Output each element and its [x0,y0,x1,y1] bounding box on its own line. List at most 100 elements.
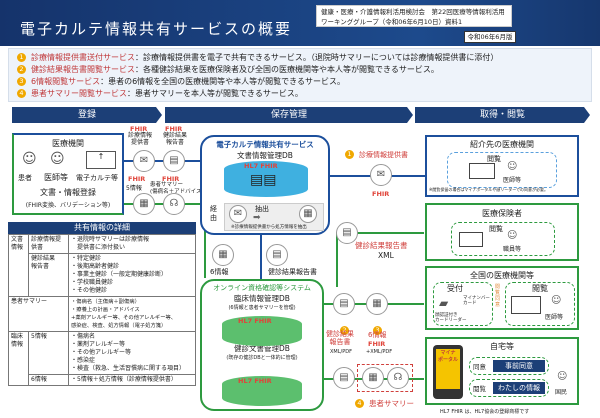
view-area [505,282,575,326]
flow2-label: 健診結果 報告書 [326,330,354,346]
online-qualification-system-box: オンライン資格確認等システム 臨床情報管理DB (6情報と患者サマリーを管理) … [200,279,324,411]
xml-label: XML [378,251,394,260]
view-label: 閲覧 [532,284,548,293]
service-desc: ：診療情報提供書を電子で共有できるサービス。（退院時サマリーについては診療情報提… [135,53,499,62]
referral-institution-box: 紹介先の医療機関 閲覧 ☺ 医師等 ※閲覧保留の場合はマイナポータルや顔リーダー… [425,135,579,197]
shared-info-table: 文書 情報診療情報提 供書・退院時サマリーは診療情報 提供書に添付扱い 健診結果… [8,234,196,386]
flow2-format: XML/PDF [330,349,352,355]
table-row: 患者サマリー・傷病名（主傷病＋副傷病） ・療養上の計画・アドバイス +薬剤アレル… [8,296,196,332]
clinical-db-note: (6情報と患者サマリーを管理) [228,305,296,311]
table-icon: ▦ [299,205,317,223]
fhir-label: FHIR [130,125,148,133]
green-flow-line [336,232,338,287]
mynaportal-label[interactable]: マイナ ポータル [436,349,460,389]
role-label: 医師等 [545,314,564,321]
doctor-icon: ☺ [507,161,518,172]
view-area [447,152,557,188]
institution-title: 医療機関 [52,139,84,148]
shared-info-panel: 共有情報の詳細 文書 情報診療情報提 供書・退院時サマリーは診療情報 提供書に添… [8,222,196,386]
cell-items: ・傷病名 ・薬剤アレルギー等 ・その他アレルギー等 ・感染症 ・検査（救急、生活… [68,331,196,375]
table-row: 健診結果 報告書・特定健診 ・後期高齢者健診 ・事業主健診（一般定期健康診断） … [9,253,196,297]
meeting-line1: 健康・医療・介護情報利活用検討会 第22回医療等情報利活用 [321,8,505,16]
cell-sub: 6情報 [28,374,69,386]
hl7-fhir-logo: HL7 FHIR [238,377,272,385]
actor-patient: 患者 [18,174,32,182]
arrow-right-icon: ➡ [253,213,261,223]
insurer-title: 医療保険者 [482,209,522,218]
doc-referral-label: 診療情報 提供書 [128,132,153,146]
laptop-icon [511,296,541,314]
role-label: 医師等 [503,177,522,184]
reception-area [433,282,493,326]
phase-registration: 登録 [12,107,162,123]
doctor-icon: ☺ [50,151,65,167]
cell-category: 患者サマリー [8,296,69,332]
fhir-label: FHIR [162,175,180,183]
shared-info-title: 共有情報の詳細 [8,222,196,234]
patient-icon: ☺ [22,151,37,167]
summary-dashed-group [357,364,413,392]
card-label: マイナンバー カード [463,296,490,306]
checkup-db-cylinder [222,376,302,406]
stethoscope-icon: ☊ [163,193,185,215]
blue-flow-line [260,235,262,279]
number-badge: 3 [17,77,26,86]
clinical-db-cylinder [222,316,302,346]
number-badge: 2 [340,318,354,337]
six-info-label: 6情報 [210,268,229,276]
trademark-footnote: HL7 FHIR は、HL7協会の登録商標です [440,409,530,415]
prior-consent-button[interactable]: 事前同意 [493,360,545,372]
view-label: 閲覧 [487,155,501,163]
cell-items: ・傷病名（主傷病＋副傷病） ・療養上の計画・アドバイス +薬剤アレルギー等、その… [68,296,196,332]
documents-icon: ▤▤ [250,172,277,188]
online-system-title: オンライン資格確認等システム [213,284,311,292]
home-title: 自宅等 [490,342,514,351]
document-icon: ▤ [163,150,185,172]
laptop-icon: ↑ [86,151,116,169]
national-institutions-box: 全国の医療機関等 受付 ▰ マイナンバー カード 顔認証付き カードリーダー 閲… [425,266,579,330]
phase-storage: 保存管理 [165,107,413,123]
fhir-label: FHIR [128,175,146,183]
service-desc: ：患者サマリーを本人等が閲覧できるサービス。 [127,89,303,98]
cell-category: 臨床情報 [8,331,29,386]
envelope-icon: ✉ [133,150,155,172]
flow-checkup-label: 健診結果報告書 [355,241,408,250]
role-label: 国民 [555,389,568,396]
citizen-icon: ☺ [557,371,568,382]
service-name: 診療情報提供書送付サービス [31,53,135,62]
hl7-fhir-logo: HL7 FHIR [244,162,278,170]
my-info-button[interactable]: わたしの情報 [493,382,545,394]
registration-note: (FHIR変換、バリデーション等) [25,202,111,209]
ehr-service-title: 電子カルテ情報共有サービス [216,140,314,149]
cell-sub: 5情報 [28,331,69,375]
view-label: 閲覧 [489,225,503,233]
ehr-sharing-service-box: 電子カルテ情報共有サービス 文書情報管理DB HL7 FHIR ▤▤ ✉ 抽出 … [200,135,330,235]
smartphone-icon: マイナ ポータル [433,345,463,399]
cell-items: ・退院時サマリーは診療情報 提供書に添付扱い [68,234,196,254]
version-badge: 令和06年6月版 [464,31,516,43]
extract-label: 抽出 [255,205,269,213]
cell-category: 文書 情報 [8,234,29,297]
home-box: 自宅等 マイナ ポータル 同意 事前同意 閲覧 わたしの情報 ☺ 国民 [425,337,579,405]
table-row: 6情報・5情報＋処方情報（診療情報提供書） [9,374,196,386]
clinical-db-title: 臨床情報管理DB [234,294,290,303]
service-name: 患者サマリー閲覧サービス [31,89,127,98]
cell-sub: 健診結果 報告書 [28,253,69,297]
checkup-db-note: (既存の健診DBと一体的に管理) [226,355,298,361]
extraction-note: ※診療情報提供書から処方情報を抽出 [231,225,307,230]
green-flow-line [204,203,206,278]
registration-action: 文書・情報登録 [40,188,96,197]
meeting-info: 健康・医療・介護情報利活用検討会 第22回医療等情報利活用ワーキンググループ（令… [316,5,512,27]
document-db-cylinder [224,161,308,197]
meeting-line2: ワーキンググループ（令和06年6月10日）資料1 [321,18,463,26]
cell-items: ・5情報＋処方情報（診療情報提供書） [68,374,196,386]
service-name: 健診結果報告書閲覧サービス [31,65,135,74]
checkup-report-label: 健診結果報告書 [268,268,317,276]
extraction-panel: ✉ 抽出 ➡ ▦ ※診療情報提供書から処方情報を抽出 [224,203,324,231]
number-badge: 3 [373,318,387,337]
table-icon: ▦ [362,367,384,389]
